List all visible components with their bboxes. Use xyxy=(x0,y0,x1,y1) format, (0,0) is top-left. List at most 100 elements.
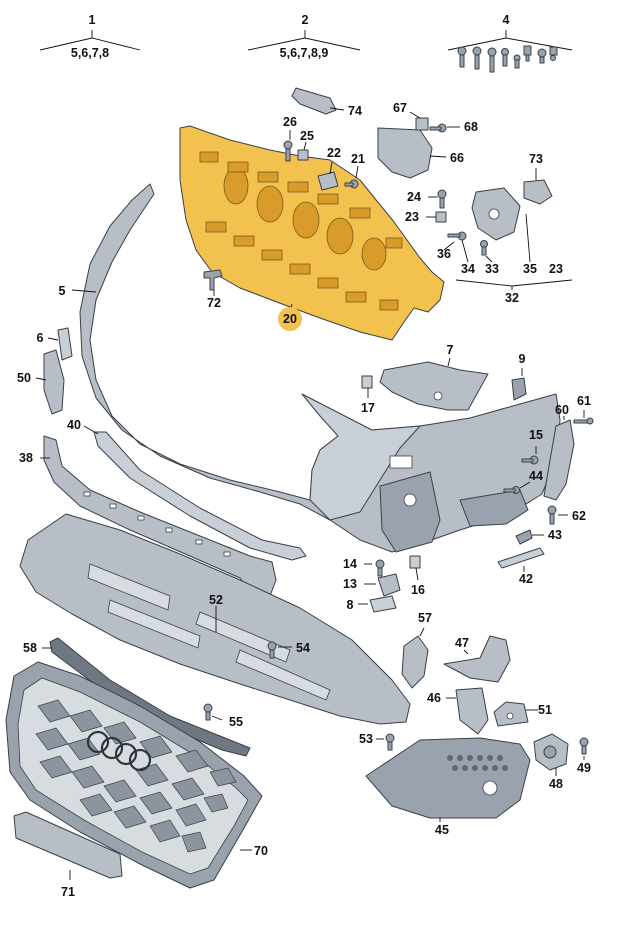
part-32-headlight-bracket: 36 34 33 35 23 32 xyxy=(437,187,573,305)
part-61-screw: 61 xyxy=(573,394,594,425)
callout-20: 20 xyxy=(283,312,297,326)
part-48-sensor: 48 xyxy=(533,733,569,791)
callout-72: 72 xyxy=(207,296,221,310)
callout-52: 52 xyxy=(209,593,223,607)
callout-62: 62 xyxy=(572,509,586,523)
callout-57: 57 xyxy=(418,611,432,625)
callout-68: 68 xyxy=(464,120,478,134)
part-43-strip: 43 xyxy=(515,528,562,545)
part-8-cap: 8 xyxy=(347,595,397,613)
callout-7: 7 xyxy=(447,343,454,357)
callout-33: 33 xyxy=(485,262,499,276)
part-49-screw: 49 xyxy=(577,737,591,775)
part-24-screw: 24 xyxy=(407,189,447,209)
callout-46: 46 xyxy=(427,691,441,705)
callout-15: 15 xyxy=(529,428,543,442)
part-62-screw: 62 xyxy=(547,505,586,525)
callout-49: 49 xyxy=(577,761,591,775)
callout-67: 67 xyxy=(393,101,407,115)
group-number-4: 4 xyxy=(503,13,510,27)
callout-54: 54 xyxy=(296,641,310,655)
group-header-1: 1 5,6,7,8 xyxy=(39,13,141,60)
part-57-bracket: 57 xyxy=(401,611,432,689)
callout-60: 60 xyxy=(555,403,569,417)
callout-25: 25 xyxy=(300,129,314,143)
part-38-mount-strip: 38 xyxy=(19,435,277,597)
callout-61: 61 xyxy=(577,394,591,408)
part-53-screw: 53 xyxy=(359,732,395,751)
callout-74: 74 xyxy=(348,104,362,118)
part-45-fog-grille: 45 xyxy=(365,737,531,837)
group-items-2: 5,6,7,8,9 xyxy=(280,46,329,60)
part-52-lower-spoiler: 52 xyxy=(19,513,411,725)
callout-16: 16 xyxy=(411,583,425,597)
part-9-clip: 9 xyxy=(511,352,527,401)
callout-17: 17 xyxy=(361,401,375,415)
part-60-bracket: 60 xyxy=(543,403,575,501)
callout-34: 34 xyxy=(461,262,475,276)
callout-58: 58 xyxy=(23,641,37,655)
group-items-1: 5,6,7,8 xyxy=(71,46,109,60)
part-70-radiator-grille: 70 xyxy=(5,661,268,889)
part-46-bracket: 46 xyxy=(427,687,489,735)
callout-23-lower: 23 xyxy=(549,262,563,276)
callout-24: 24 xyxy=(407,190,421,204)
part-71-license-plate-bracket: 71 xyxy=(13,811,123,899)
callout-70: 70 xyxy=(254,844,268,858)
part-13-bracket: 13 xyxy=(343,573,401,597)
part-5-bumper-cover: 5 xyxy=(59,183,561,553)
callout-55: 55 xyxy=(229,715,243,729)
part-16-clip: 16 xyxy=(409,555,425,597)
part-23-nut-upper: 23 xyxy=(405,210,447,224)
group-header-4: 4 xyxy=(447,13,573,51)
part-54-screw: 54 xyxy=(267,641,310,659)
callout-44: 44 xyxy=(529,469,543,483)
group-number-2: 2 xyxy=(302,13,309,27)
part-42-trim: 42 xyxy=(497,547,545,586)
part-50-cover: 50 xyxy=(17,349,65,415)
part-44-screw: 44 xyxy=(503,469,543,494)
four-rings-emblem-icon xyxy=(86,730,152,772)
callout-23-upper: 23 xyxy=(405,210,419,224)
part-14-screw: 14 xyxy=(343,557,385,577)
part-74-bracket-strip: 74 xyxy=(291,87,362,118)
callout-32: 32 xyxy=(505,291,519,305)
part-22-clip: 22 xyxy=(317,146,341,191)
part-51-bracket: 51 xyxy=(493,701,552,727)
callout-8: 8 xyxy=(347,598,354,612)
part-21-screw: 21 xyxy=(344,152,365,189)
part-68-screw: 68 xyxy=(429,120,478,134)
callout-5: 5 xyxy=(59,284,66,298)
callout-45: 45 xyxy=(435,823,449,837)
part-6-cap: 6 xyxy=(37,327,73,361)
part-72-clip: 72 xyxy=(203,269,223,310)
callout-71: 71 xyxy=(61,885,75,899)
part-40-guide-strip: 40 xyxy=(67,418,307,561)
callout-43: 43 xyxy=(548,528,562,542)
callout-48: 48 xyxy=(549,777,563,791)
callout-9: 9 xyxy=(519,352,526,366)
part-67-clip: 67 xyxy=(393,101,429,131)
part-47-bracket: 47 xyxy=(443,635,511,683)
part-25-clip: 25 xyxy=(297,129,314,161)
part-7-bracket: 7 xyxy=(379,343,489,411)
callout-73: 73 xyxy=(529,152,543,166)
callout-42: 42 xyxy=(519,572,533,586)
callout-22: 22 xyxy=(327,146,341,160)
callout-47: 47 xyxy=(455,636,469,650)
callout-14: 14 xyxy=(343,557,357,571)
part-55-screw: 55 xyxy=(203,703,243,729)
fastener-assortment-icon xyxy=(457,45,558,73)
callout-36: 36 xyxy=(437,247,451,261)
part-66-bracket: 66 xyxy=(377,127,464,179)
group-number-1: 1 xyxy=(89,13,96,27)
callout-13: 13 xyxy=(343,577,357,591)
callout-40: 40 xyxy=(67,418,81,432)
callout-20-highlight-badge xyxy=(278,307,302,331)
part-73-bracket: 73 xyxy=(523,152,553,205)
callout-35: 35 xyxy=(523,262,537,276)
callout-38: 38 xyxy=(19,451,33,465)
callout-6: 6 xyxy=(37,331,44,345)
